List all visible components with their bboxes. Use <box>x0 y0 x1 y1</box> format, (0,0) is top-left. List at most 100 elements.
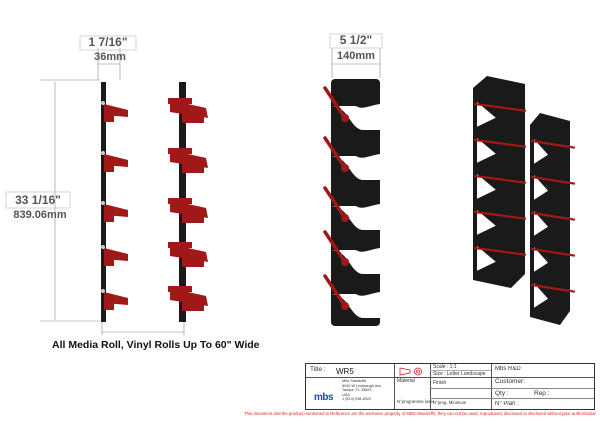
screw <box>101 101 105 105</box>
size-label: Size : Letter Landscape <box>433 371 486 377</box>
arm <box>170 100 208 118</box>
iso-slot <box>477 138 496 163</box>
company-address: Mbs Standoffs 5040 W Linebaugh Ave Tampa… <box>342 379 382 402</box>
dimension-height <box>5 79 100 322</box>
screw <box>101 245 105 249</box>
projection-symbol-icon <box>399 367 422 376</box>
slot-cutout <box>331 104 380 130</box>
arm-hub <box>341 114 349 122</box>
scale-label: Scale : 1:1 <box>433 364 457 370</box>
height-mm-label: 839.06mm <box>13 209 67 221</box>
arm-clamp <box>182 214 204 223</box>
iso-slot <box>534 211 548 236</box>
iso-arm <box>530 247 576 257</box>
dimension-depth <box>329 33 383 78</box>
programmer-label: N°programme laser <box>397 399 435 404</box>
iso-slot <box>534 139 548 164</box>
arm <box>323 86 347 120</box>
arm-clamp <box>182 258 204 267</box>
slot-cutout <box>331 204 380 230</box>
arm-clamp <box>104 303 114 310</box>
arm <box>323 136 347 170</box>
height-fraction-label: 33 1/16" <box>15 193 61 207</box>
arm <box>323 230 347 264</box>
depth-mm-label: 140mm <box>337 50 375 62</box>
iso-arm <box>473 174 527 184</box>
title-label: Title : <box>310 366 326 373</box>
isometric-view-large <box>473 76 527 288</box>
side-view-left <box>101 82 128 322</box>
arm-cap <box>168 98 192 104</box>
arm <box>104 292 128 305</box>
arm-hub <box>341 164 349 172</box>
iso-body <box>530 113 570 325</box>
arm <box>170 288 208 306</box>
arm <box>323 186 347 220</box>
arm <box>104 248 128 261</box>
iso-arm <box>530 139 576 149</box>
slot-cutout <box>331 248 380 274</box>
title-value: WR5 <box>336 367 354 376</box>
arm <box>170 150 208 168</box>
company-name: Mbs R&D <box>495 366 521 372</box>
arm-cap <box>168 148 192 154</box>
finish-label: Finish <box>433 380 447 386</box>
slot-cutout <box>331 154 380 180</box>
screw <box>101 201 105 205</box>
arm-hub <box>341 214 349 222</box>
front-view <box>323 79 380 326</box>
iso-slot <box>477 174 496 199</box>
customer-label: Customer: <box>495 378 525 385</box>
width-fraction-label: 1 7/16" <box>88 35 128 49</box>
iso-slot <box>534 247 548 272</box>
iso-arm <box>473 138 527 148</box>
rep-label: Rep : <box>534 390 550 397</box>
iso-slot <box>477 246 496 271</box>
dimension-base <box>101 322 185 335</box>
iso-arm <box>473 210 527 220</box>
slot-cutout <box>331 292 380 318</box>
screw <box>101 151 105 155</box>
arm <box>170 244 208 262</box>
dimension-width <box>79 35 137 80</box>
footer-disclaimer: This document and the product mentioned … <box>244 411 596 416</box>
iso-arm <box>530 211 576 221</box>
iso-body <box>473 76 525 288</box>
iso-slot <box>477 102 496 127</box>
arm <box>170 200 208 218</box>
isometric-view-small <box>530 113 576 325</box>
arm <box>104 154 128 167</box>
product-caption: All Media Roll, Vinyl Rolls Up To 60" Wi… <box>52 339 260 351</box>
arm <box>104 204 128 217</box>
plan-label: N° Plan : <box>495 401 519 407</box>
arm-clamp <box>104 259 114 266</box>
iso-slot <box>477 210 496 235</box>
prog-min-label: N°prog. Minimum <box>433 400 467 405</box>
iso-slot <box>534 283 548 308</box>
arm-clamp <box>182 164 204 173</box>
arm-hub <box>341 258 349 266</box>
iso-arm <box>530 175 576 185</box>
iso-slot <box>534 175 548 200</box>
arm-cap <box>168 286 192 292</box>
width-mm-label: 36mm <box>94 51 126 63</box>
iso-arm <box>473 102 527 112</box>
arm-cap <box>168 242 192 248</box>
arm-clamp <box>182 114 204 123</box>
title-block: Title : WR5 Scale : 1:1 Size : Letter La… <box>305 363 595 410</box>
arm-hub <box>341 302 349 310</box>
arm <box>104 104 128 117</box>
arm-clamp <box>182 302 204 311</box>
side-view-right <box>168 82 208 322</box>
iso-arm <box>473 246 527 256</box>
material-label: Material <box>397 378 415 384</box>
depth-fraction-label: 5 1/2" <box>339 33 373 47</box>
mbs-logo: mbs <box>314 392 334 403</box>
arm-clamp <box>104 115 114 122</box>
arm-clamp <box>104 165 114 172</box>
arm-clamp <box>104 215 114 222</box>
arm-cap <box>168 198 192 204</box>
qty-label: Qty : <box>495 390 509 397</box>
arm <box>323 274 347 308</box>
